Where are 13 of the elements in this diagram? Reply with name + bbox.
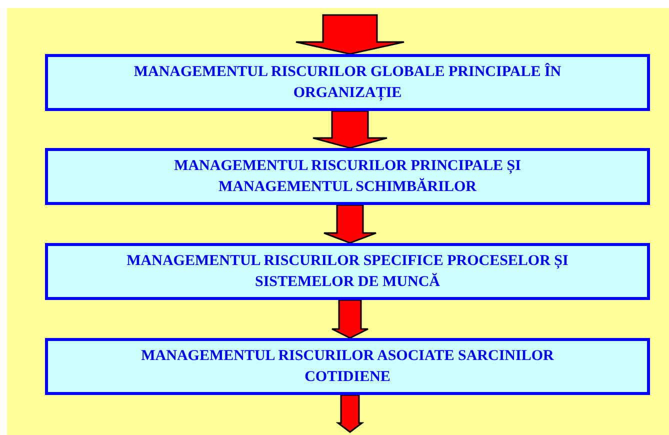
process-box xyxy=(45,54,650,111)
box-title: MANAGEMENTUL RISCURILOR PRINCIPALE ȘI MANAGEMENTUL SCHIMBĂRILOR xyxy=(173,156,522,196)
process-box xyxy=(45,148,650,205)
box-title: MANAGEMENTUL RISCURILOR SPECIFICE PROCESELOR ȘI SISTEMELOR DE MUNCĂ xyxy=(126,252,570,292)
block-arrow xyxy=(336,394,364,433)
process-box xyxy=(45,338,650,395)
block-arrow xyxy=(295,14,405,55)
box-title: MANAGEMENTUL RISCURILOR GLOBALE PRINCIPALE ÎN ORGANIZAȚIE xyxy=(132,62,562,103)
process-box xyxy=(45,243,650,300)
block-arrow xyxy=(331,299,369,339)
box-title: MANAGEMENTUL RISCURILOR ASOCIATE SARCINILOR COTIDIENE xyxy=(140,346,555,386)
block-arrow xyxy=(323,204,377,244)
block-arrow xyxy=(312,110,388,149)
